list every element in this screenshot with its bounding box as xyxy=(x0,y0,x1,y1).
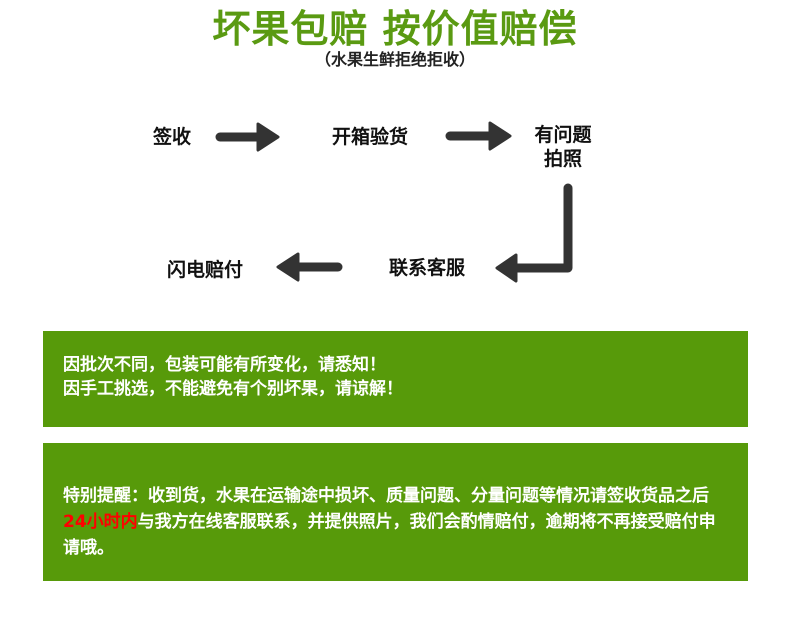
arrow-down-left-icon xyxy=(495,183,573,283)
reminder-text-before: 特别提醒：收到货，水果在运输途中损坏、质量问题、分量问题等情况请签收货品之后 xyxy=(63,486,709,506)
step-sign: 签收 xyxy=(152,126,191,148)
step-photo-line2: 拍照 xyxy=(543,148,582,170)
arrow-right-icon xyxy=(215,122,280,152)
arrow-right-icon xyxy=(445,121,512,151)
notice-box-reminder: 特别提醒：收到货，水果在运输途中损坏、质量问题、分量问题等情况请签收货品之后 24… xyxy=(43,443,748,581)
page-title: 坏果包赔 按价值赔偿 xyxy=(212,7,578,51)
flow-arrows xyxy=(215,121,573,283)
step-open: 开箱验货 xyxy=(331,126,408,148)
step-photo-line1: 有问题 xyxy=(534,124,592,146)
reminder-text-after: 与我方在线客服联系，并提供照片，我们会酌情赔付，逾期将不再接受赔付申请哦。 xyxy=(63,512,716,558)
notice-line: 因批次不同，包装可能有所变化，请悉知！ xyxy=(63,355,386,375)
step-service: 联系客服 xyxy=(388,257,465,279)
step-pay: 闪电赔付 xyxy=(166,259,243,281)
notice-line: 因手工挑选，不能避免有个别坏果，请谅解！ xyxy=(63,379,403,399)
step-photo: 有问题 拍照 xyxy=(523,123,603,171)
notice-box-packaging: 因批次不同，包装可能有所变化，请悉知！ 因手工挑选，不能避免有个别坏果，请谅解！ xyxy=(43,331,748,427)
arrow-left-icon xyxy=(276,252,343,282)
reminder-highlight: 24小时内 xyxy=(63,512,138,532)
page-subtitle: （水果生鲜拒绝拒收） xyxy=(314,50,475,69)
